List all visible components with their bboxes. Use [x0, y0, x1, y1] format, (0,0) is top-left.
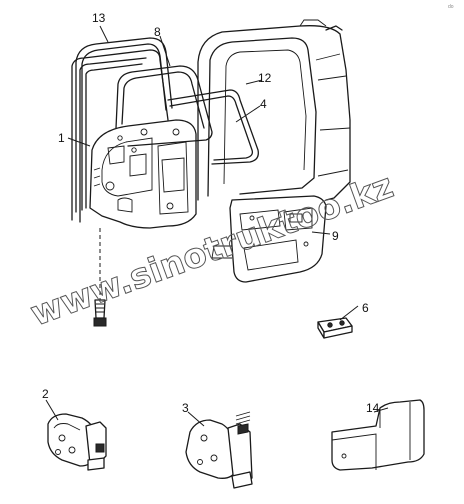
hinge-part-2 — [47, 413, 107, 471]
door-seal-part-13 — [75, 37, 173, 213]
cab-body — [197, 19, 351, 201]
leader-lines — [45, 25, 389, 427]
callout-13: 13 — [92, 11, 106, 25]
callout-14: 14 — [366, 401, 380, 415]
callout-3: 3 — [182, 401, 189, 415]
clip-part-6 — [317, 317, 353, 339]
callout-labels: 1 2 3 4 6 8 9 12 13 14 — [42, 11, 380, 415]
inner-trim-part-9 — [211, 195, 327, 283]
callout-2: 2 — [42, 387, 49, 401]
cover-part-14 — [331, 399, 425, 471]
callout-1: 1 — [58, 131, 65, 145]
callout-12: 12 — [258, 71, 272, 85]
callout-9: 9 — [332, 229, 339, 243]
door-bolt — [93, 228, 107, 327]
window-glass-part-4 — [167, 89, 259, 165]
corner-mark: do — [448, 4, 454, 10]
callout-8: 8 — [154, 25, 161, 39]
callout-4: 4 — [260, 97, 267, 111]
door-frame-part-1 — [71, 49, 197, 229]
glass-channel-part-8 — [115, 65, 213, 147]
hinge-part-3 — [185, 411, 253, 489]
callout-6: 6 — [362, 301, 369, 315]
